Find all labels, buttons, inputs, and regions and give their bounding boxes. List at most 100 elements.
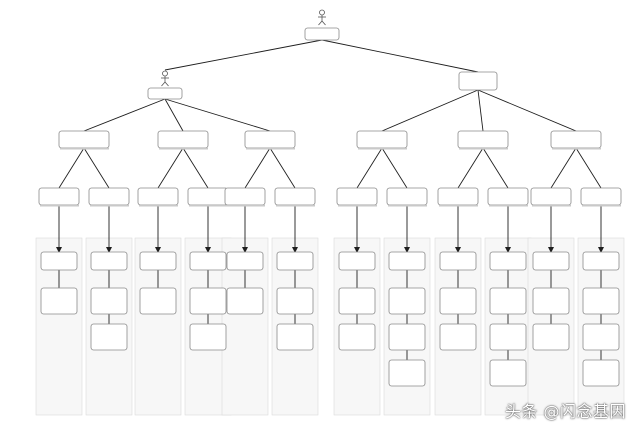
col-1-2-2-node-box bbox=[187, 187, 229, 206]
col-1-3-2-step-1-box bbox=[276, 251, 314, 271]
col-2-2-1-step-1-box bbox=[439, 251, 477, 271]
col-1-1-1-step-1 bbox=[40, 251, 78, 271]
col-2-2-2-step-4 bbox=[489, 359, 527, 387]
col-2-1-2-step-3 bbox=[388, 323, 426, 351]
col-2-3-2-node-box bbox=[580, 187, 622, 206]
watermark: 头条 @闪念基因 bbox=[504, 402, 626, 421]
group-1-1-node-shadow bbox=[60, 148, 109, 150]
col-2-2-1-step-2 bbox=[439, 287, 477, 315]
col-2-3-2-step-3 bbox=[582, 323, 620, 351]
connector-col-1-3-2 bbox=[269, 147, 296, 189]
col-2-2-2-step-1 bbox=[489, 251, 527, 271]
col-1-3-1-node bbox=[224, 187, 266, 207]
col-2-2-2-step-2 bbox=[489, 287, 527, 315]
col-2-1-2-step-4-box bbox=[388, 359, 426, 387]
col-1-2-2-step-3-box bbox=[189, 323, 227, 351]
col-2-1-1-step-1 bbox=[338, 251, 376, 271]
col-1-1-2-node-box bbox=[88, 187, 130, 206]
col-1-3-2-node-shadow bbox=[276, 205, 315, 207]
col-1-2-1-node-box bbox=[137, 187, 179, 206]
col-2-2-2-step-2-box bbox=[489, 287, 527, 315]
group-1-3-node bbox=[244, 130, 296, 150]
col-2-1-1-step-3-box bbox=[338, 323, 376, 351]
group-2-1-node bbox=[356, 130, 408, 150]
col-2-1-2-step-1 bbox=[388, 251, 426, 271]
col-2-2-2-node-box bbox=[487, 187, 529, 206]
branch-1-actor-head bbox=[162, 70, 168, 77]
col-2-2-2-step-1-box bbox=[489, 251, 527, 271]
col-1-1-2-node-shadow bbox=[90, 205, 129, 207]
col-2-2-1-node bbox=[437, 187, 479, 207]
nodes-layer bbox=[38, 9, 622, 387]
connector-branch-1-group-3 bbox=[164, 98, 271, 132]
col-2-1-1-step-2-box bbox=[338, 287, 376, 315]
col-2-1-1-node bbox=[336, 187, 378, 207]
col-2-1-2-step-4 bbox=[388, 359, 426, 387]
connector-col-2-3-2 bbox=[575, 147, 602, 189]
col-2-1-1-step-1-box bbox=[338, 251, 376, 271]
col-2-1-2-node-box bbox=[386, 187, 428, 206]
root-node-box bbox=[304, 27, 340, 41]
branch-2-node-box bbox=[458, 71, 498, 91]
col-2-1-1-node-shadow bbox=[338, 205, 377, 207]
branch-1-actor-leg-right bbox=[164, 81, 169, 87]
col-1-3-2-node-box bbox=[274, 187, 316, 206]
group-2-1-node-shadow bbox=[358, 148, 407, 150]
branch-1-actor bbox=[161, 70, 169, 87]
col-2-3-2-step-2-box bbox=[582, 287, 620, 315]
connector-root-branch-1 bbox=[164, 39, 323, 71]
connector-col-2-1-1 bbox=[356, 147, 383, 189]
col-2-1-2-node bbox=[386, 187, 428, 207]
col-2-1-2-step-2 bbox=[388, 287, 426, 315]
col-1-2-2-step-3 bbox=[189, 323, 227, 351]
col-2-3-2-step-4-box bbox=[582, 359, 620, 387]
col-1-2-2-node-shadow bbox=[189, 205, 228, 207]
col-1-2-2-step-1-box bbox=[189, 251, 227, 271]
col-2-3-1-step-2-box bbox=[532, 287, 570, 315]
col-1-1-1-step-2 bbox=[40, 287, 78, 315]
col-1-2-1-step-1-box bbox=[139, 251, 177, 271]
col-2-3-1-step-1-box bbox=[532, 251, 570, 271]
col-1-2-2-step-1 bbox=[189, 251, 227, 271]
col-2-2-2-node bbox=[487, 187, 529, 207]
root-actor bbox=[318, 9, 326, 26]
col-1-3-2-step-2-box bbox=[276, 287, 314, 315]
col-1-2-2-node bbox=[187, 187, 229, 207]
col-1-2-2-step-2-box bbox=[189, 287, 227, 315]
col-2-2-2-step-3-box bbox=[489, 323, 527, 351]
col-2-2-1-step-1 bbox=[439, 251, 477, 271]
col-2-2-2-step-3 bbox=[489, 323, 527, 351]
col-2-3-2-step-2 bbox=[582, 287, 620, 315]
group-1-2-node-box bbox=[157, 130, 209, 149]
root-node bbox=[304, 27, 340, 41]
group-2-2-node-box bbox=[457, 130, 509, 149]
col-1-3-1-step-2 bbox=[226, 287, 264, 315]
col-1-2-1-step-2 bbox=[139, 287, 177, 315]
root-actor-head bbox=[319, 9, 325, 16]
connector-col-1-1-1 bbox=[58, 147, 85, 189]
col-2-1-2-step-2-box bbox=[388, 287, 426, 315]
connector-branch-2-group-2 bbox=[477, 89, 484, 132]
col-1-1-2-step-1 bbox=[90, 251, 128, 271]
group-1-1-node-box bbox=[58, 130, 110, 149]
col-1-1-1-node-box bbox=[38, 187, 80, 206]
col-1-3-2-step-3-box bbox=[276, 323, 314, 351]
col-2-3-2-node-shadow bbox=[582, 205, 621, 207]
col-2-3-1-step-1 bbox=[532, 251, 570, 271]
col-1-3-1-node-shadow bbox=[226, 205, 265, 207]
col-2-1-2-node-shadow bbox=[388, 205, 427, 207]
group-2-3-node-shadow bbox=[552, 148, 601, 150]
col-1-2-1-step-1 bbox=[139, 251, 177, 271]
col-2-3-1-step-2 bbox=[532, 287, 570, 315]
group-1-3-node-box bbox=[244, 130, 296, 149]
col-1-1-2-step-3-box bbox=[90, 323, 128, 351]
col-2-1-1-node-box bbox=[336, 187, 378, 206]
col-1-1-2-step-2 bbox=[90, 287, 128, 315]
col-2-2-1-step-2-box bbox=[439, 287, 477, 315]
col-2-2-2-node-shadow bbox=[489, 205, 528, 207]
col-2-3-2-step-1-box bbox=[582, 251, 620, 271]
col-2-1-2-step-3-box bbox=[388, 323, 426, 351]
group-1-1-node bbox=[58, 130, 110, 150]
connector-col-2-3-1 bbox=[550, 147, 577, 189]
